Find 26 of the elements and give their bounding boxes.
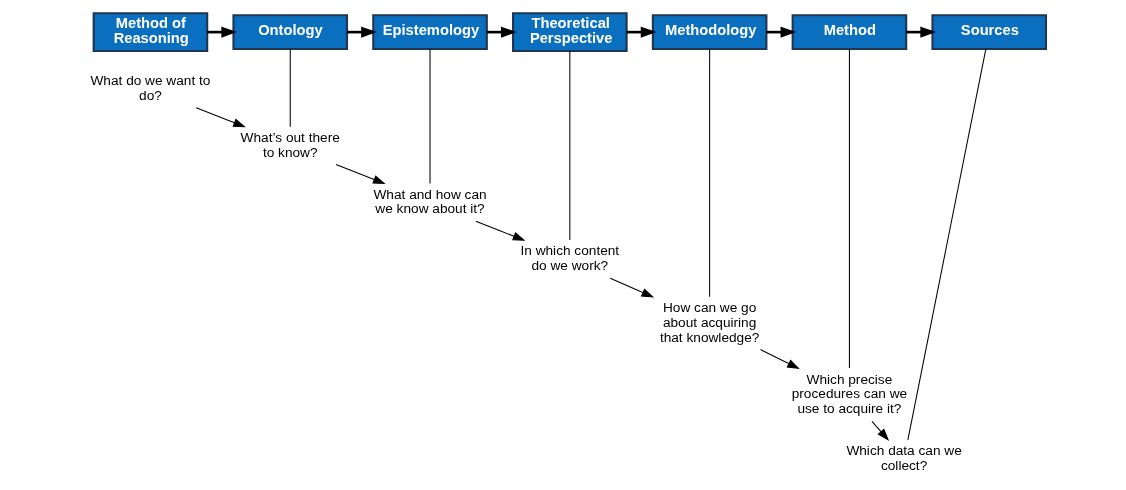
node-text: How can we go about acquiring that knowledge?: [659, 299, 760, 345]
node-box: Method of Reasoning: [92, 11, 209, 52]
node-box: Method: [791, 13, 908, 50]
connector: [907, 48, 987, 440]
arrow: [609, 277, 655, 298]
node-text: What and how can we know about it?: [373, 186, 487, 216]
connector: [289, 48, 291, 127]
arrow: [195, 106, 246, 127]
arrow: [871, 420, 890, 441]
connector: [429, 48, 431, 184]
node-text: In which content do we work?: [520, 242, 620, 273]
connector: [709, 48, 711, 297]
arrow: [759, 348, 800, 369]
node-text: What do we want to do?: [90, 72, 211, 103]
arrow: [475, 220, 526, 241]
arrow: [335, 163, 386, 184]
node-text: Which precise procedures can we use to acquire it?: [791, 371, 908, 416]
node-text: Which data can we collect?: [846, 442, 962, 473]
node-text: What’s out there to know?: [240, 129, 340, 160]
node-box: Epistemology: [372, 13, 488, 50]
node-box: Ontology: [232, 13, 349, 50]
node-box: Sources: [931, 13, 1048, 50]
connector: [848, 48, 850, 368]
connector: [569, 50, 571, 241]
node-box: Theoretical Perspective: [512, 11, 628, 52]
node-box: Methodology: [651, 13, 768, 50]
